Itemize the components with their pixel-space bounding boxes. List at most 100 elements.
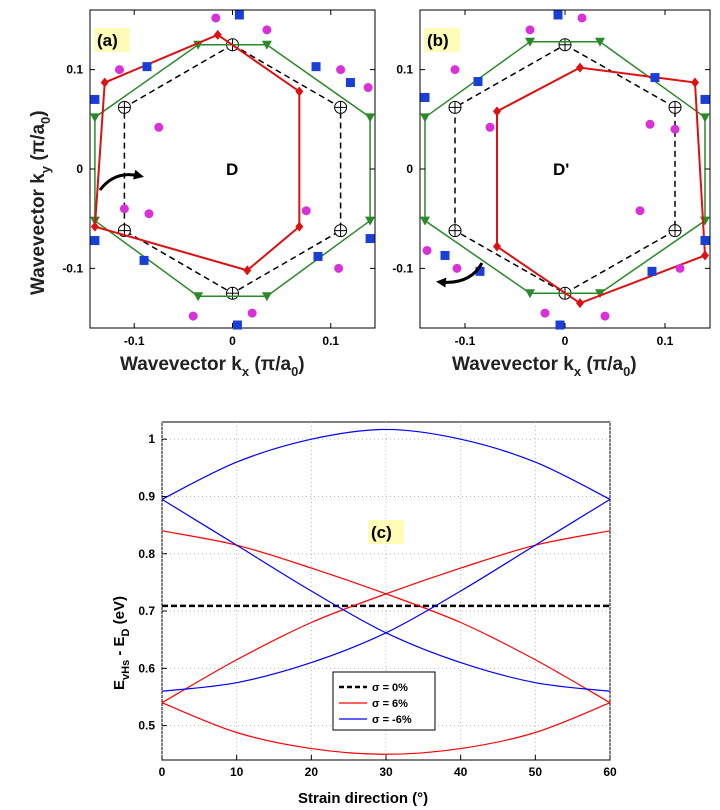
ytick-label-c-0: 0.5 [138, 719, 155, 733]
marker-a-3-7 [139, 255, 149, 265]
xtick-label-a-0: -0.1 [124, 334, 145, 348]
marker-a-4-5 [301, 206, 311, 216]
ytick-label-b-1: 0 [406, 162, 413, 176]
marker-a-3-8 [311, 62, 321, 72]
marker-a-4-10 [154, 122, 164, 132]
marker-b-4-1 [525, 25, 535, 35]
marker-b-3-4 [440, 250, 450, 260]
marker-b-1-1 [595, 37, 605, 47]
marker-b-2-1 [691, 77, 699, 88]
marker-b-0-1 [668, 100, 682, 114]
marker-b-3-3 [555, 320, 565, 330]
marker-b-4-2 [450, 65, 460, 75]
ytick-label-a-0: 0.1 [66, 63, 83, 77]
xtick-label-b-0: -0.1 [455, 334, 476, 348]
panel-label-a: (a) [97, 31, 118, 50]
panel-label-bg-a [94, 28, 130, 52]
marker-a-4-2 [336, 65, 346, 75]
xtick-label-c-1: 10 [230, 765, 244, 779]
marker-a-0-5 [117, 100, 131, 114]
marker-b-0-2 [668, 224, 682, 238]
xtick-label-c-4: 40 [454, 765, 468, 779]
xtick-label-c-6: 60 [603, 765, 617, 779]
marker-a-1-3 [365, 216, 376, 226]
marker-a-4-0 [211, 13, 221, 23]
ytick-label-b-0: 0.1 [396, 63, 413, 77]
ytick-label-c-5: 1 [148, 432, 155, 446]
marker-a-4-11 [114, 65, 124, 75]
marker-a-3-0 [234, 10, 244, 20]
ytick-label-a-2: -0.1 [62, 261, 83, 275]
marker-a-1-5 [193, 292, 204, 302]
marker-a-2-1 [295, 86, 304, 97]
marker-a-3-1 [345, 78, 355, 88]
marker-a-4-6 [247, 308, 257, 318]
lines-c [161, 428, 611, 755]
marker-b-0-5 [448, 100, 462, 114]
marker-a-0-2 [334, 224, 348, 238]
plot-frame-b [419, 9, 711, 329]
marker-a-1-1 [261, 40, 272, 50]
series-line-5 [161, 498, 611, 692]
marker-b-2-4 [493, 241, 501, 252]
grid-c [161, 422, 611, 760]
rotation-arrow-b [436, 262, 484, 288]
y-axis-title-c: EvHs - ED (eV) [111, 596, 132, 690]
marker-a-4-4 [334, 263, 344, 273]
marker-a-1-4 [261, 292, 272, 302]
marker-a-2-4 [90, 221, 99, 232]
plot-frame-a [89, 9, 376, 329]
xtick-label-c-5: 50 [529, 765, 543, 779]
series-line-6 [161, 498, 611, 692]
legend: σ = 0% σ = 6% σ = -6% [332, 671, 436, 731]
marker-a-3-6 [142, 62, 152, 72]
marker-a-0-3 [226, 286, 239, 300]
ytick-label-c-2: 0.7 [138, 604, 155, 618]
legend-label-1: σ = 6% [372, 698, 408, 710]
marker-b-2-3 [576, 298, 584, 309]
marker-b-4-7 [600, 311, 610, 321]
marker-a-0-1 [334, 100, 348, 114]
x-axis-title-b: Wavevector kx (π/a0) [452, 354, 637, 379]
marker-a-3-5 [90, 94, 100, 104]
marker-a-3-9 [313, 251, 323, 261]
marker-b-1-6 [420, 216, 430, 226]
marker-b-1-4 [595, 289, 605, 299]
panel-label-bg-c [368, 520, 404, 544]
marker-a-4-7 [188, 311, 198, 321]
ytick-label-c-1: 0.6 [138, 661, 155, 675]
marker-a-1-7 [89, 113, 100, 123]
ytick-label-c-3: 0.8 [138, 547, 155, 561]
panel-label-c: (c) [371, 523, 392, 542]
panel-label-b: (b) [427, 31, 449, 50]
marker-a-4-1 [262, 25, 272, 35]
ytick-label-c-4: 0.9 [138, 489, 155, 503]
marker-b-4-11 [675, 263, 685, 273]
xtick-label-b-2: 0.1 [657, 334, 674, 348]
xtick-label-a-2: 0.1 [322, 334, 339, 348]
center-label-b: D' [553, 160, 569, 179]
xtick-label-a-1: 0 [229, 334, 236, 348]
marker-a-2-3 [243, 265, 252, 276]
marker-a-3-2 [365, 234, 375, 244]
marker-b-1-7 [420, 113, 430, 123]
legend-label-2: σ = -6% [372, 714, 412, 726]
center-label-a: D [226, 160, 238, 179]
marker-b-2-2 [701, 250, 709, 261]
marker-b-0-0 [558, 38, 572, 52]
xtick-label-c-0: 0 [159, 765, 166, 779]
marker-b-3-0 [553, 10, 563, 20]
series-line-4 [161, 428, 611, 500]
marker-b-3-9 [473, 77, 483, 87]
marker-a-4-8 [119, 204, 129, 214]
marker-b-4-9 [645, 119, 655, 129]
series-line-3 [161, 702, 611, 755]
xtick-label-b-1: 0 [562, 334, 569, 348]
marker-b-4-6 [540, 308, 550, 318]
marker-a-3-3 [232, 320, 242, 330]
marker-b-1-2 [700, 113, 710, 123]
